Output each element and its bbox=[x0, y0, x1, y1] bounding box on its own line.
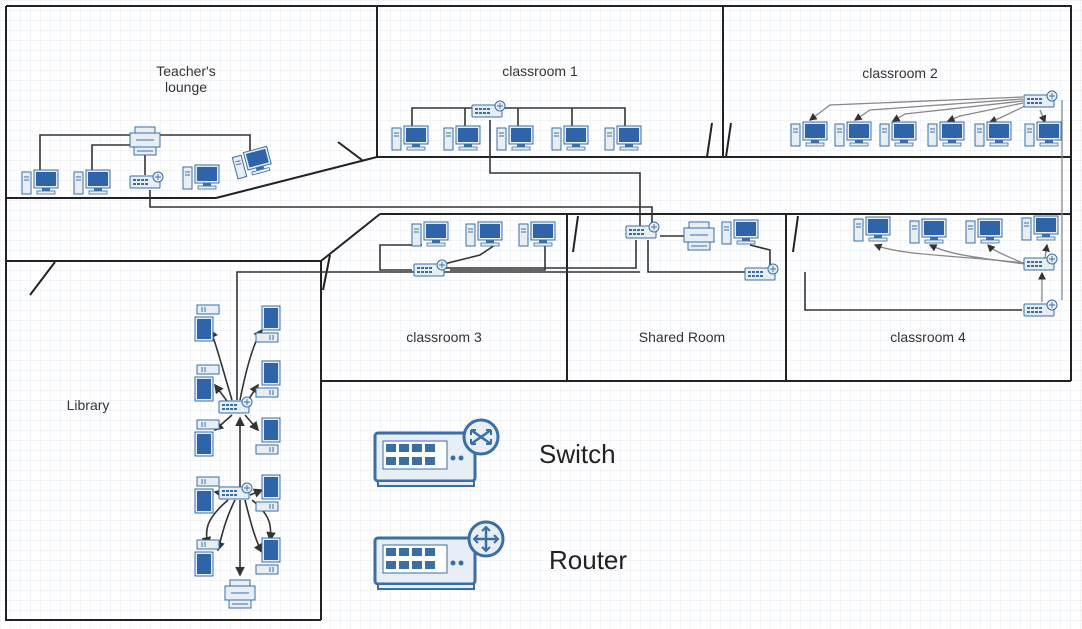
legend-switch-icon bbox=[373, 418, 500, 487]
room-label-classroom-2: classroom 2 bbox=[862, 65, 938, 81]
room-labels: Teacher's lounge classroom 1 classroom 2… bbox=[67, 63, 966, 413]
walls bbox=[5, 5, 1072, 621]
room-label-classroom-1: classroom 1 bbox=[502, 63, 578, 79]
room-label-shared-room: Shared Room bbox=[639, 329, 725, 345]
printer-icon[interactable] bbox=[224, 579, 256, 609]
room-label-classroom-3: classroom 3 bbox=[406, 329, 482, 345]
legend-router-label: Router bbox=[549, 545, 627, 575]
legend-switch-label: Switch bbox=[539, 439, 616, 469]
printer-icon[interactable] bbox=[683, 221, 715, 251]
network-cables bbox=[39, 96, 1063, 577]
printer-icon[interactable] bbox=[129, 126, 161, 156]
room-label-teachers-lounge-line1: Teacher's bbox=[156, 63, 215, 79]
room-label-library: Library bbox=[67, 397, 110, 413]
legend: Switch Router bbox=[373, 418, 627, 590]
room-label-teachers-lounge-line2: lounge bbox=[165, 79, 207, 95]
legend-router-icon bbox=[373, 520, 505, 590]
room-label-classroom-4: classroom 4 bbox=[890, 329, 966, 345]
